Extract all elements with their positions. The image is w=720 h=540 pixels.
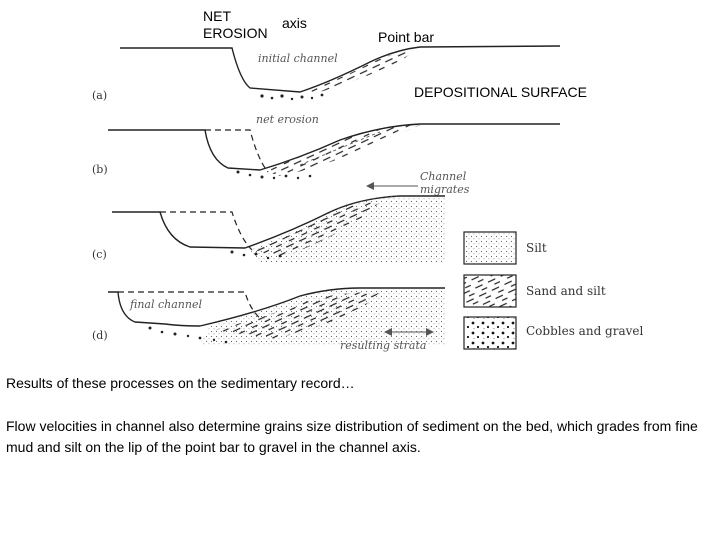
panel-d-letter: (d) — [92, 329, 108, 342]
panel-a-profile — [120, 45, 561, 101]
channel-migration-diagram — [108, 45, 561, 350]
legend-label-cobbles: Cobbles and gravel — [526, 324, 644, 338]
axis-label: axis — [282, 15, 307, 31]
panel-c-letter: (c) — [92, 248, 107, 261]
legend-swatch-sand-silt — [463, 274, 517, 308]
legend-swatch-silt — [463, 231, 517, 265]
net-erosion-label: NET EROSION — [203, 8, 268, 41]
panel-b-letter: (b) — [92, 163, 108, 176]
panel-b-profile — [108, 123, 560, 190]
body-text: Flow velocities in channel also determin… — [6, 418, 698, 455]
panel-d-profile — [108, 287, 445, 345]
point-bar-label: Point bar — [378, 29, 435, 45]
panel-c-profile — [112, 195, 445, 262]
panel-b-note: net erosion — [256, 113, 319, 126]
panel-a-letter: (a) — [92, 89, 108, 102]
panel-d-note: final channel — [130, 298, 202, 311]
panel-a-note: initial channel — [258, 52, 338, 65]
caption: Results of these processes on the sedime… — [6, 375, 355, 391]
legend-swatch-cobbles — [463, 316, 517, 350]
legend-label-sand-silt: Sand and silt — [526, 284, 606, 298]
panel-b-note2: Channel migrates — [420, 170, 470, 196]
legend-label-silt: Silt — [526, 241, 547, 255]
legend — [463, 231, 517, 350]
depositional-surface-label: DEPOSITIONAL SURFACE — [414, 84, 587, 100]
panel-d-note2: resulting strata — [340, 339, 427, 352]
